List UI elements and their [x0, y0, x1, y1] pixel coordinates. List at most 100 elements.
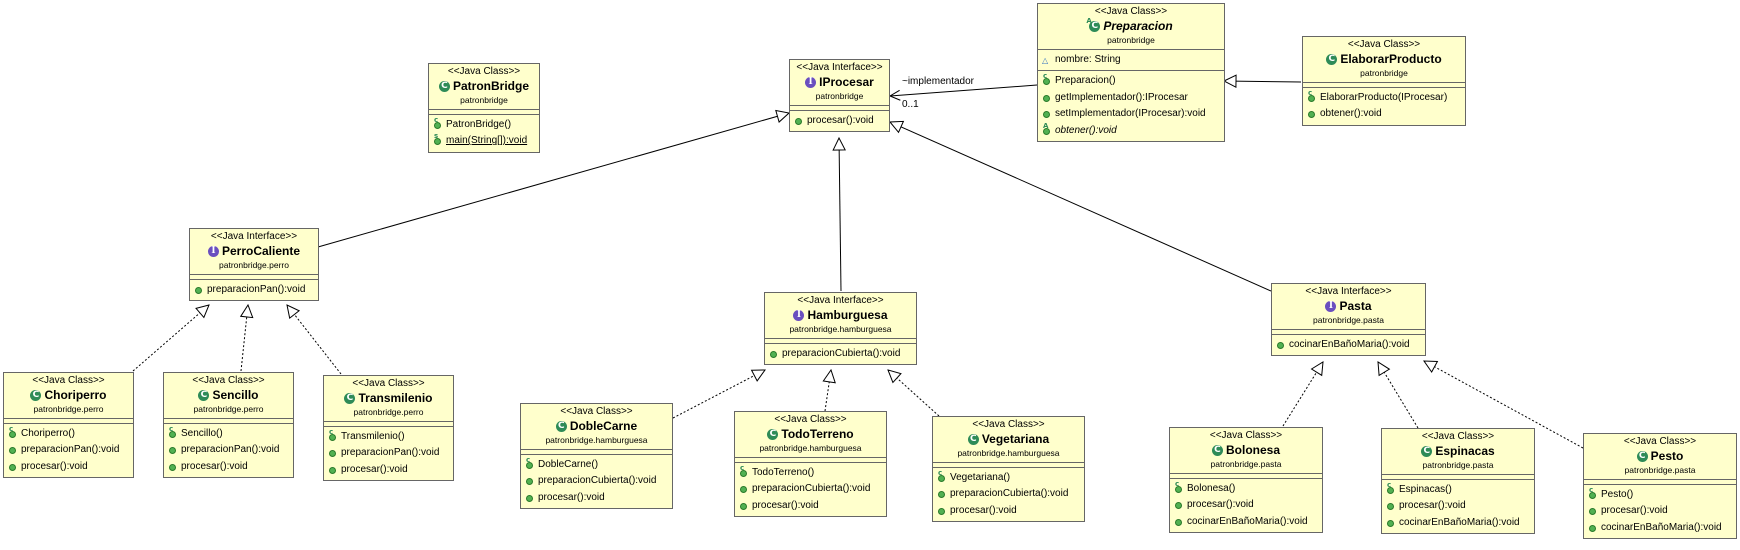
operation-row[interactable]: cocinarEnBañoMaria():void: [1174, 514, 1318, 531]
operation-text: Preparacion(): [1055, 75, 1116, 87]
box-name[interactable]: Espinacas: [1435, 444, 1495, 458]
public-method-icon: [1276, 339, 1285, 351]
operation-row[interactable]: procesar():void: [1174, 497, 1318, 514]
box-name[interactable]: Bolonesa: [1225, 443, 1280, 457]
operation-row[interactable]: getImplementador():IProcesar: [1042, 90, 1220, 107]
box-name[interactable]: Preparacion: [1103, 19, 1173, 33]
package-label: patronbridge: [815, 91, 864, 102]
box-name[interactable]: Vegetariana: [981, 432, 1050, 446]
operation-row[interactable]: preparacionCubierta():void: [739, 481, 882, 498]
operation-row[interactable]: preparacionPan():void: [168, 442, 289, 459]
box-name[interactable]: Hamburguesa: [807, 308, 888, 322]
operation-row[interactable]: procesar():void: [739, 498, 882, 515]
operation-row[interactable]: preparacionPan():void: [328, 445, 449, 462]
box-name[interactable]: PatronBridge: [452, 79, 529, 93]
operation-row[interactable]: procesar():void: [794, 113, 885, 130]
compartment-divider: [1170, 472, 1322, 478]
operation-text: procesar():void: [1399, 500, 1466, 512]
compartment-divider: [933, 461, 1084, 467]
box-name[interactable]: PerroCaliente: [221, 244, 301, 258]
box-name[interactable]: TodoTerreno: [781, 427, 854, 441]
box-name[interactable]: Choriperro: [44, 388, 107, 402]
operation-row[interactable]: cocinarEnBañoMaria():void: [1276, 337, 1421, 354]
operation-row[interactable]: cocinarEnBañoMaria():void: [1588, 520, 1732, 537]
stereotype-label: <<Java Interface>>: [797, 295, 884, 306]
package-label: patronbridge.pasta: [1624, 465, 1696, 476]
operation-row[interactable]: procesar():void: [525, 490, 668, 507]
operation-row[interactable]: procesar():void: [937, 503, 1080, 520]
operation-row[interactable]: preparacionCubierta():void: [769, 346, 912, 363]
operation-row[interactable]: preparacionPan():void: [8, 442, 129, 459]
attribute-row[interactable]: △nombre: String: [1042, 52, 1220, 69]
class-icon: C: [438, 80, 450, 92]
operation-row[interactable]: procesar():void: [1386, 498, 1530, 515]
box-name[interactable]: ElaborarProducto: [1340, 52, 1442, 66]
box-name[interactable]: Sencillo: [212, 388, 259, 402]
operation-text: preparacionPan():void: [181, 444, 280, 456]
constructor-icon: c: [168, 425, 177, 440]
operation-row[interactable]: procesar():void: [8, 459, 129, 476]
box-name[interactable]: Pasta: [1339, 299, 1372, 313]
operation-text: procesar():void: [181, 460, 248, 472]
operation-row[interactable]: preparacionPan():void: [194, 282, 314, 299]
operation-row[interactable]: procesar():void: [168, 459, 289, 476]
compartment-divider: [324, 420, 453, 426]
package-label: patronbridge.hamburguesa: [759, 443, 862, 454]
box-name[interactable]: Pesto: [1650, 449, 1684, 463]
operation-row[interactable]: preparacionCubierta():void: [937, 486, 1080, 503]
operation-row[interactable]: setImplementador(IProcesar):void: [1042, 106, 1220, 123]
public-method-icon: [739, 483, 748, 495]
operation-row[interactable]: procesar():void: [1588, 503, 1732, 520]
compartment-divider: [1584, 478, 1736, 484]
operation-text: Transmilenio(): [341, 430, 405, 442]
stereotype-label: <<Java Class>>: [192, 375, 265, 386]
box-name[interactable]: IProcesar: [819, 75, 874, 89]
compartment-divider: [1272, 328, 1425, 334]
operation-row[interactable]: procesar():void: [328, 462, 449, 479]
box-name[interactable]: Transmilenio: [358, 391, 433, 405]
operation-row[interactable]: preparacionCubierta():void: [525, 473, 668, 490]
operation-row[interactable]: cocinarEnBañoMaria():void: [1386, 515, 1530, 532]
compartment-divider: [1038, 48, 1224, 50]
operation-row[interactable]: obtener():void: [1307, 106, 1461, 123]
box-name[interactable]: DobleCarne: [569, 419, 638, 433]
